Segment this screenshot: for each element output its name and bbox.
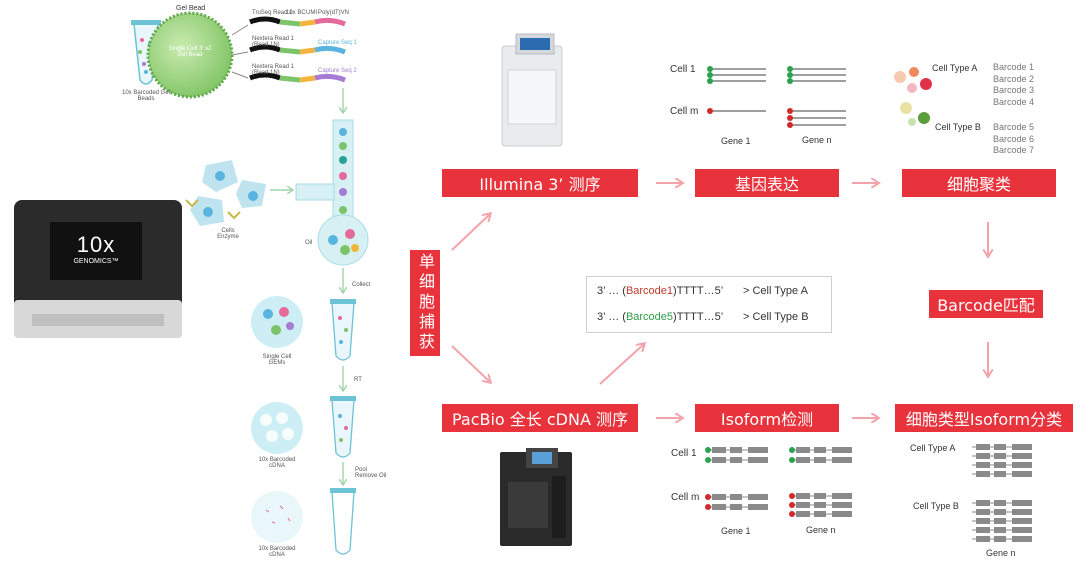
seq-row-1-barcode: Barcode1 (625, 285, 674, 297)
seq-row-1: 3’ … (Barcode1)TTTT…5’ (597, 285, 723, 297)
gel-bead-title: Gel Bead (176, 5, 206, 12)
cdna-label-2: 10x Barcoded cDNA (258, 546, 296, 558)
expression-tracks (710, 68, 846, 126)
single-cell-gems (251, 296, 303, 348)
instrument-logo-sub: GENOMICS™ (73, 258, 119, 265)
expr-cell-1: Cell 1 (670, 64, 696, 75)
gems-label: Single Cell GEMs (262, 354, 292, 366)
seq-row-1-prefix: 3’ … ( (597, 285, 626, 297)
cluster-blobs (894, 67, 932, 126)
rt-label: RT (354, 377, 362, 383)
read-label-3: Nextera Read 1 (Read 1N) (252, 64, 295, 76)
oil-label: Oil (305, 240, 313, 246)
type-iso-b: Cell Type B (913, 501, 959, 511)
single-cell-capture-box: 单细胞捕获 (410, 250, 440, 356)
barcode-4: Barcode 4 (993, 96, 1035, 107)
process-arrows (451, 183, 988, 418)
microfluidic-chip (295, 119, 369, 266)
cells-enzyme (185, 160, 266, 226)
illumina-sequencer (501, 33, 563, 147)
barcode-sequence-box: 3’ … (Barcode1)TTTT…5’ > Cell Type A 3’ … (586, 276, 832, 333)
seq-row-2-prefix: 3’ … ( (597, 311, 626, 323)
barcode-match-box: Barcode匹配 (929, 290, 1043, 318)
barcoded-cdna-drops (251, 402, 303, 454)
chromium-instrument (14, 200, 182, 338)
workflow-arrows (270, 88, 343, 484)
capture-label-1: Poly(dT)VN (318, 10, 350, 16)
isoform-by-type-box: 细胞类型Isoform分类 (895, 404, 1073, 432)
read-label-2: Nextera Read 1 (Read 1N) (252, 36, 295, 48)
bc-tag: 10x BC (286, 10, 306, 16)
seq-row-2-suffix: )TTTT…5’ (673, 311, 724, 323)
capture-label-2: Capture Seq 1 (318, 40, 357, 46)
gel-bead (146, 11, 249, 99)
gel-bead-tube-label: 10x Barcoded Gel Beads (121, 90, 171, 102)
expression-dots (707, 66, 793, 128)
gene-expression-box: 基因表达 (695, 169, 839, 197)
isoform-detection-box: Isoform检测 (695, 404, 839, 432)
seq-row-1-assign: > Cell Type A (743, 285, 808, 297)
iso-cell-m: Cell m (671, 492, 700, 503)
barcode-1: Barcode 1 (993, 62, 1035, 72)
barcode-list-a: Barcode 1 Barcode 2 Barcode 3 Barcode 4 (993, 62, 1034, 108)
expr-cell-m: Cell m (670, 106, 699, 117)
seq-row-1-suffix: )TTTT…5’ (673, 285, 724, 297)
isoform-tracks (705, 447, 852, 517)
umi-tag: UMI (306, 10, 317, 16)
capture-label-3: Capture Seq 2 (318, 68, 357, 74)
pooled-cdna (251, 491, 303, 543)
type-iso-gene-n: Gene n (986, 548, 1016, 558)
type-isoform-tracks (972, 444, 1032, 542)
tubes (330, 299, 356, 555)
cell-clustering-box: 细胞聚类 (902, 169, 1056, 197)
read-label-1: TruSeq Read 1 (252, 10, 293, 16)
seq-row-2-assign: > Cell Type B (743, 311, 809, 323)
expr-gene-n: Gene n (802, 135, 832, 145)
expr-gene-1: Gene 1 (721, 136, 751, 146)
barcode-list-b: Barcode 5 Barcode 6 Barcode 7 (993, 122, 1034, 157)
cluster-type-b: Cell Type B (935, 122, 981, 132)
cdna-label-1: 10x Barcoded cDNA (258, 457, 296, 469)
barcode-3: Barcode 3 (993, 85, 1035, 95)
barcode-2: Barcode 2 (993, 73, 1035, 84)
pacbio-sequencing-box: PacBio 全长 cDNA 测序 (442, 404, 638, 432)
barcode-7: Barcode 7 (993, 145, 1035, 155)
iso-gene-1: Gene 1 (721, 526, 751, 536)
barcode-6: Barcode 6 (993, 133, 1035, 144)
iso-gene-n: Gene n (806, 525, 836, 535)
seq-row-2: 3’ … (Barcode5)TTTT…5’ (597, 311, 723, 323)
seq-row-2-barcode: Barcode5 (625, 311, 674, 323)
iso-cell-1: Cell 1 (671, 448, 697, 459)
barcode-5: Barcode 5 (993, 122, 1035, 132)
gel-bead-inner-label: Single Cell 3' v2 Gel Bead (168, 46, 212, 58)
pacbio-sequencer (500, 448, 572, 546)
barcode-oligos (249, 16, 346, 83)
instrument-logo: 10x (76, 232, 116, 257)
cluster-type-a: Cell Type A (932, 63, 978, 73)
illumina-sequencing-box: Illumina 3’ 测序 (442, 169, 638, 197)
pool-label: Pool Remove Oil (355, 467, 387, 479)
collect-label: Collect (352, 282, 371, 288)
type-iso-a: Cell Type A (910, 443, 956, 453)
cells-enzyme-label: Cells Enzyme (217, 228, 239, 240)
